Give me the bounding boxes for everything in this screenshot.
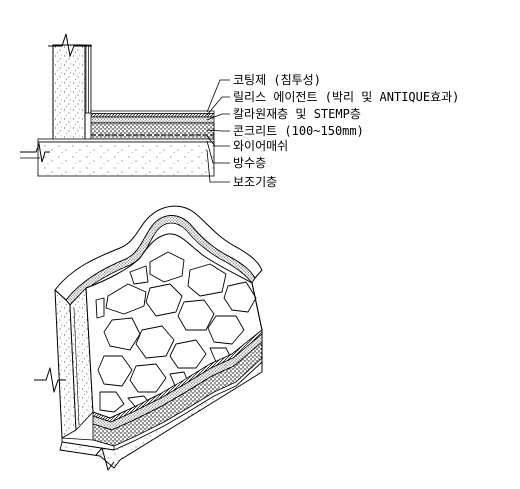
label-concrete: 콘크리트 (100~150mm) [233,124,364,138]
wall [52,44,86,143]
cut-subbase [59,361,263,469]
subbase-layer [37,141,215,177]
label-wire-mesh: 와이어매쉬 [233,139,288,153]
label-color-stamp: 칼라원재층 및 STEMP층 [233,107,361,121]
coating-layer [90,110,215,114]
floor-break-line [20,142,50,163]
color-stamp-layer [90,116,215,124]
wall-finish [84,44,92,114]
section-detail: 코팅제 (침투성) 릴리스 에이전트 (박리 및 ANTIQUE효과) 칼라원재… [20,33,459,189]
cutaway-break-line [34,367,66,393]
label-auxiliary: 보조기층 [233,175,277,189]
release-agent-layer [90,113,215,118]
label-coating: 코팅제 (침투성) [233,73,321,87]
cut-waterproof [61,437,115,451]
label-release-agent: 릴리스 에이전트 (박리 및 ANTIQUE효과) [233,90,459,104]
wall-break-line [48,33,92,58]
stone-pattern [95,251,257,413]
waterproof-layer [37,138,215,143]
concrete-layer [90,122,215,140]
leader-lines [206,79,230,183]
isometric-cutaway [34,205,263,471]
label-waterproof: 방수층 [233,156,266,170]
